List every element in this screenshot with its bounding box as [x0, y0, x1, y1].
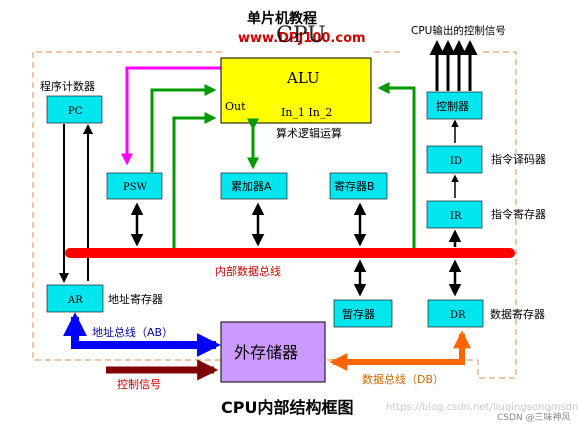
- alu-label: ALU: [286, 69, 320, 87]
- address-bus-arrow: [63, 312, 221, 357]
- figure-title: CPU内部结构框图: [221, 398, 353, 417]
- alu-out-label: Out: [225, 100, 246, 113]
- green-arrow-psw-alu: [150, 84, 217, 172]
- id-caption: 指令译码器: [491, 152, 546, 166]
- watermark-url: www.DPJ100.com: [238, 31, 366, 46]
- dr-box: [427, 299, 484, 328]
- ctrl-out-caption: CPU输出的控制信号: [411, 24, 506, 37]
- accumulator-label: 累加器A: [231, 180, 272, 193]
- ar-caption: 地址寄存器: [108, 292, 163, 306]
- psw-box: [106, 172, 163, 200]
- id-label: ID: [450, 156, 462, 167]
- psw-label: PSW: [123, 182, 148, 193]
- green-arrow-bus-alu: [172, 112, 217, 252]
- internal-bus-label: 内部数据总线: [215, 264, 281, 278]
- data-bus-arrow: [329, 330, 471, 371]
- ir-box: [426, 200, 483, 229]
- ir-caption: 指令寄存器: [491, 207, 546, 221]
- controller-label: 控制器: [436, 99, 469, 113]
- external-memory-label: 外存储器: [234, 343, 298, 362]
- temp-register-label: 暂存器: [342, 307, 375, 321]
- alu-caption: 算术逻辑运算: [276, 126, 342, 140]
- pc-label: PC: [68, 106, 83, 117]
- blog-watermark: https://blog.csdn.net/liuqingsongmsdn201…: [386, 402, 578, 413]
- pc-caption: 程序计数器: [40, 79, 95, 93]
- alu-box: [220, 57, 372, 124]
- register-b-label: 寄存器B: [334, 179, 375, 193]
- alu-in-label: In_1 In_2: [281, 106, 332, 119]
- ar-box: [46, 284, 104, 313]
- csdn-watermark: CSDN @三味神风: [497, 411, 571, 423]
- magenta-arrow: [121, 66, 222, 166]
- dr-caption: 数据寄存器: [490, 307, 545, 321]
- controller-box: [426, 91, 483, 120]
- dr-label: DR: [450, 310, 466, 321]
- address-bus-label: 地址总线（AB）: [92, 325, 173, 339]
- control-signal-label: 控制信号: [117, 377, 161, 391]
- accumulator-box: [220, 172, 288, 200]
- control-signal-lines: [429, 40, 478, 91]
- green-arrow-alu-bus: [377, 82, 416, 252]
- ar-label: AR: [67, 295, 83, 306]
- title-cpu: CPU: [276, 23, 326, 48]
- watermark-top: 单片机教程: [247, 10, 317, 27]
- register-b-box: [329, 172, 388, 200]
- ir-label: IR: [450, 211, 462, 222]
- external-memory-box: [220, 321, 326, 383]
- temp-register-box: [333, 299, 393, 328]
- pc-box: [46, 95, 103, 124]
- data-bus-label: 数据总线（DB）: [362, 372, 444, 386]
- id-box: [426, 145, 483, 174]
